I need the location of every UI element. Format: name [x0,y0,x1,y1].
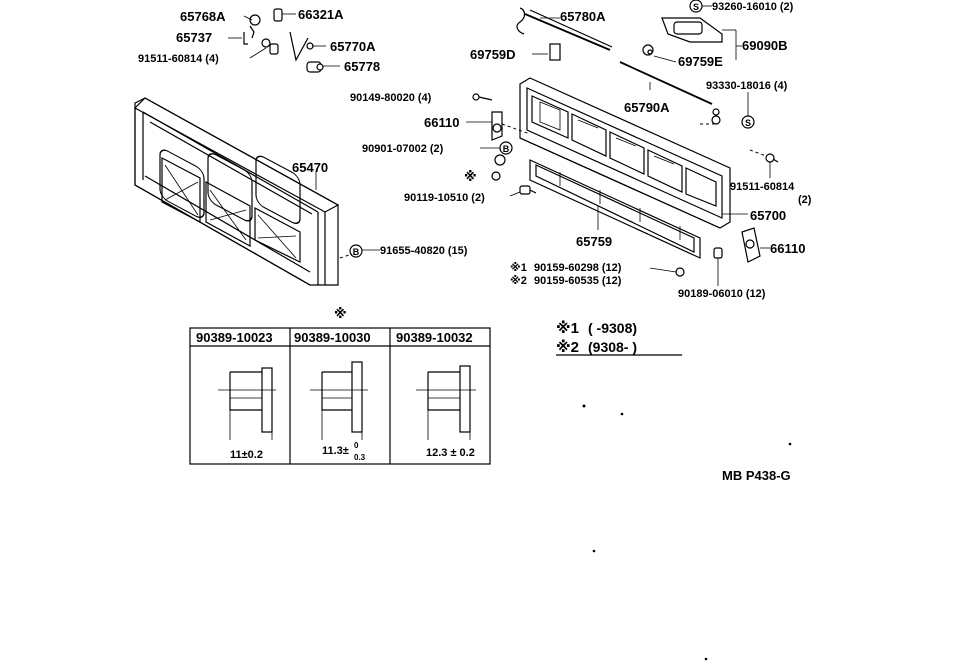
marker-b-1: B [503,144,510,154]
table-dim-2-prefix: 11.3± [322,445,349,457]
specks [582,404,792,661]
spec-table: ※ 90389-10023 90389-10030 90389-10032 11… [189,306,491,465]
leader-lines [228,5,771,286]
label-69090B: 69090B [742,38,788,53]
bushing-drawing-3 [416,365,476,440]
bushing-drawing-1 [218,367,276,440]
table-header-90389-10030: 90389-10030 [294,330,371,345]
label-65737: 65737 [176,30,212,45]
label-90159-60298: 90159-60298 (12) [534,262,622,274]
label-65470: 65470 [292,160,328,175]
label-65770A: 65770A [330,39,376,54]
rods [516,7,713,105]
label-65790A: 65790A [624,100,670,115]
label-91511-60814-2-qty: (2) [798,194,812,206]
handle-69090B [642,17,723,56]
note-1-mark: ※1 [556,319,579,337]
notes: ※1 ( -9308) ※2 (9308- ) [556,319,682,356]
table-header-90389-10032: 90389-10032 [396,330,473,345]
label-91511-60814-4: 91511-60814 (4) [138,53,219,65]
tailgate-panel-65470 [134,97,340,286]
table-dim-3: 12.3 ± 0.2 [426,447,475,459]
small-parts-top-left [243,8,324,73]
note-2-mark: ※2 [556,338,579,356]
table-header-90389-10023: 90389-10023 [196,330,273,345]
note-2-text: (9308- ) [588,339,637,355]
star2-mark: ※2 [510,275,527,287]
star1-mark: ※1 [510,262,527,274]
label-66110-upper: 66110 [424,115,459,130]
table-dim-2-lower: 0.3 [354,453,366,462]
hinge-66110-lower [741,227,761,263]
note-1-text: ( -9308) [588,320,637,336]
label-65700: 65700 [750,208,786,223]
asterisk-mark-1: ※ [464,169,477,184]
bushing-drawing-2 [310,361,368,440]
marker-s-1: S [693,2,699,12]
label-90901-07002: 90901-07002 (2) [362,143,444,155]
label-93330-18016: 93330-18016 (4) [706,80,788,92]
label-93260-16010: 93260-16010 (2) [712,1,794,13]
part-labels: 65768A 66321A 65737 91511-60814 (4) 6577… [138,1,812,300]
figure-code: MB P438-G [722,468,791,483]
label-91511-60814-2: 91511-60814 [730,181,795,193]
label-90119-10510: 90119-10510 (2) [404,192,485,204]
label-66110-lower: 66110 [770,241,805,256]
label-69759D: 69759D [470,47,516,62]
marker-s-2: S [745,118,751,128]
label-65778: 65778 [344,59,380,74]
label-65780A: 65780A [560,9,606,24]
tailgate-inner-panel-65700 [519,77,731,229]
label-90149-80020: 90149-80020 (4) [350,92,432,104]
label-65768A: 65768A [180,9,226,24]
label-69759E: 69759E [678,54,723,69]
table-dim-1: 11±0.2 [230,449,263,461]
label-66321A: 66321A [298,7,344,22]
weatherstrip-65759 [529,159,701,259]
label-91655-40820: 91655-40820 (15) [380,245,468,257]
table-dim-2-upper: 0 [354,441,359,450]
marker-b-2: B [353,247,360,257]
label-90159-60535: 90159-60535 (12) [534,275,622,287]
table-asterisk: ※ [334,306,347,321]
label-65759: 65759 [576,234,612,249]
label-90189-06010: 90189-06010 (12) [678,288,766,300]
hinge-66110-upper [491,111,531,141]
